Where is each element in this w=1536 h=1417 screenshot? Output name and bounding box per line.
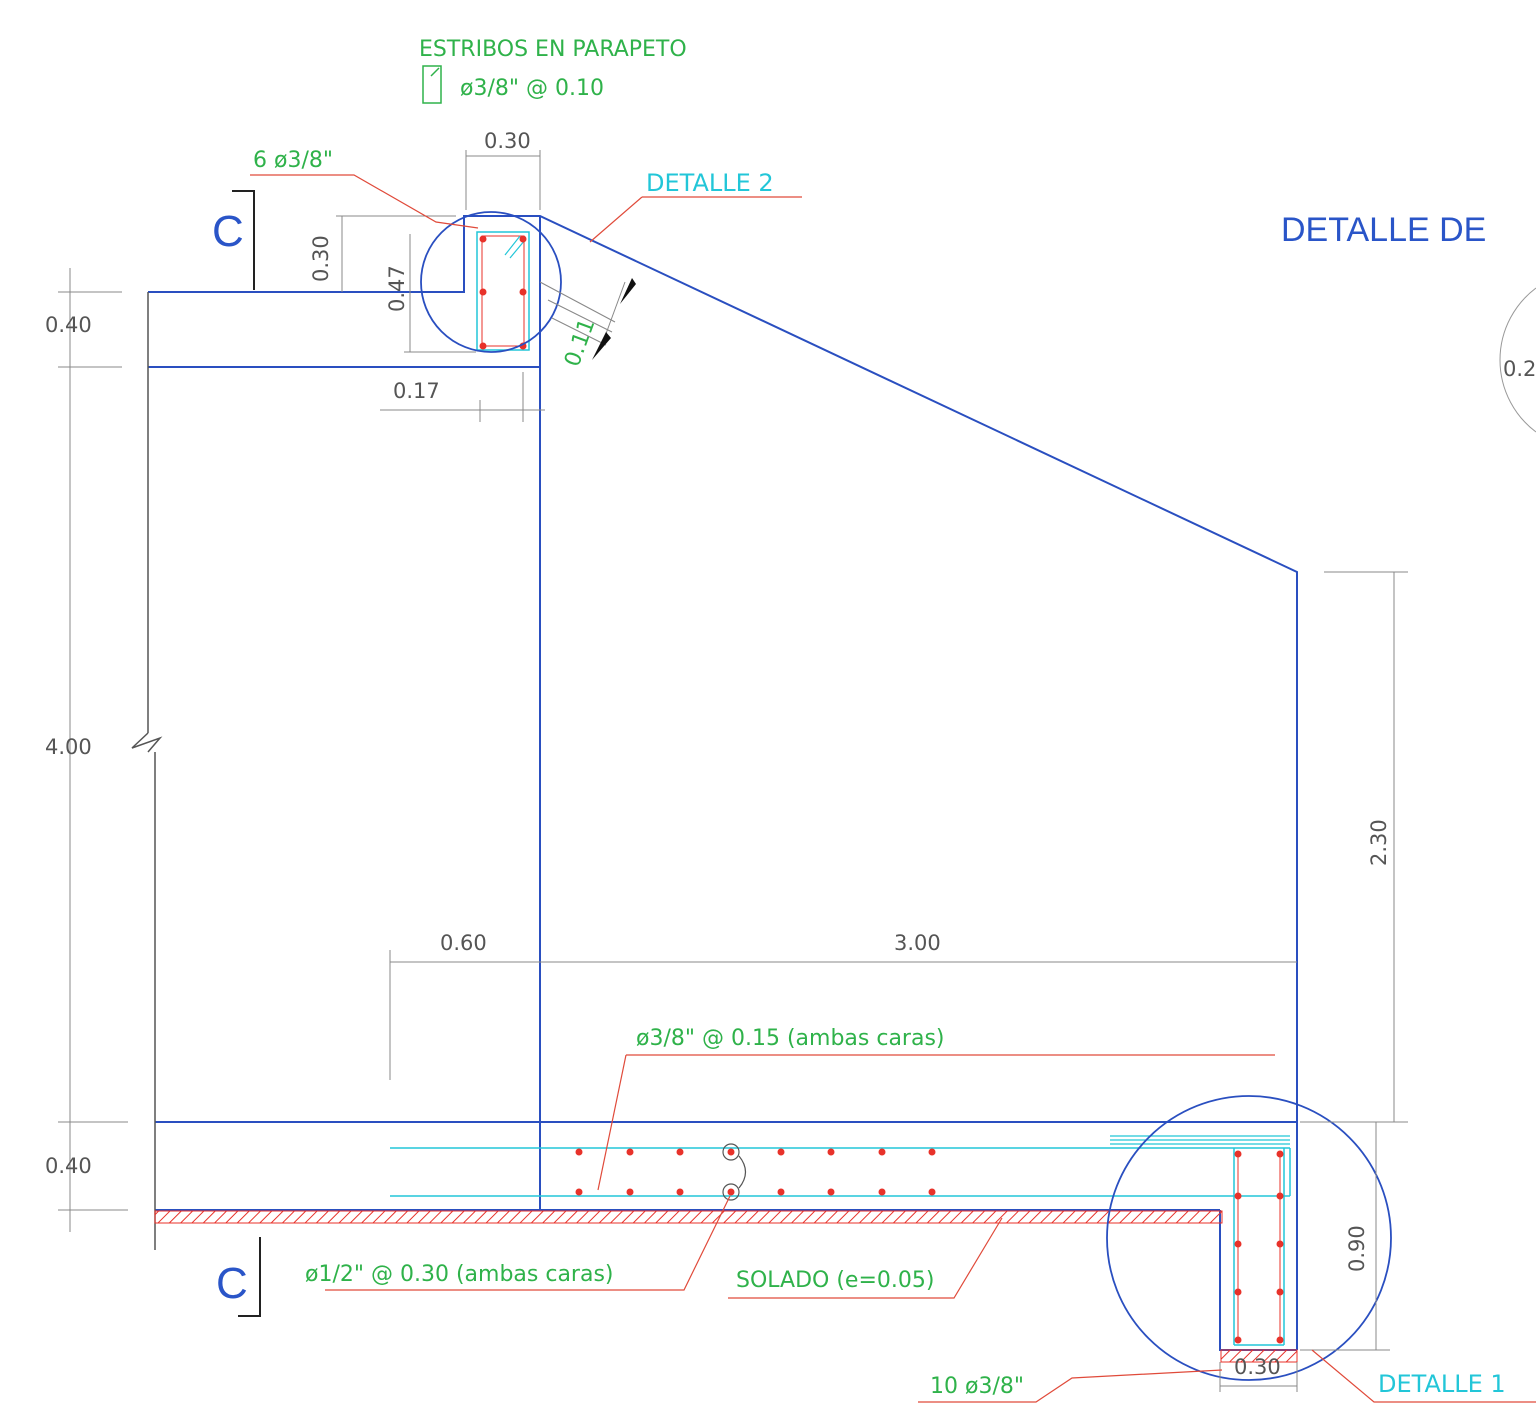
dim-left-span: 0.60 [440, 931, 487, 955]
parapet-stirrup-inner [481, 235, 525, 347]
dim-setback: 0.17 [393, 379, 440, 403]
section-mark-top: C [212, 190, 255, 290]
drawing-title: DETALLE DE [1281, 211, 1486, 249]
concrete-outline [148, 215, 1298, 1351]
rebar-dot [777, 1188, 785, 1196]
rebar-dot [479, 342, 487, 350]
rebar-dot [676, 1188, 684, 1196]
rebar-dot [1276, 1288, 1284, 1296]
rebar-dot [575, 1188, 583, 1196]
solado-hatch [154, 1210, 1223, 1224]
dim-footing-width: 0.30 [1234, 1355, 1281, 1379]
slab-bars-note: ø1/2" @ 0.30 (ambas caras) [305, 1262, 614, 1287]
rebar-dot [878, 1148, 886, 1156]
rebar-dot [1234, 1336, 1242, 1344]
dim-footing-depth: 0.90 [1345, 1225, 1369, 1272]
rebar-dot [1276, 1240, 1284, 1248]
section-mark-bottom: C [216, 1237, 261, 1317]
rebar-dot [626, 1188, 634, 1196]
dim-right-height: 2.30 [1367, 819, 1391, 866]
parapet-stirrup [476, 231, 530, 351]
rebar-dot [1276, 1150, 1284, 1158]
thickness-arrow-head [592, 332, 611, 360]
detail-2-circle [420, 211, 562, 353]
rebar-dot [519, 288, 527, 296]
footing-outline [1219, 1210, 1297, 1351]
rebar-dot [1234, 1150, 1242, 1158]
slab-rebar [390, 1135, 1291, 1346]
rebar-dot [1234, 1192, 1242, 1200]
footing-solado-hatch [1220, 1349, 1298, 1363]
dim-thickness: 0.11 [560, 315, 600, 370]
top-slab-and-parapet-outline [148, 215, 1298, 1350]
bottom-bars-note: 10 ø3/8" [930, 1374, 1024, 1399]
rebar-dot [928, 1148, 936, 1156]
rebar-dot [1234, 1240, 1242, 1248]
parapet-rebar [476, 231, 530, 351]
rebar-dot [575, 1148, 583, 1156]
rebar-dot [479, 235, 487, 243]
rebar-dot [1234, 1288, 1242, 1296]
rebar-dot [827, 1148, 835, 1156]
detail-1-circle [1106, 1095, 1392, 1381]
rebar-dot [777, 1148, 785, 1156]
top-bars-note: 6 ø3/8" [253, 148, 333, 173]
rebar-dot [1276, 1192, 1284, 1200]
rebar-dot [827, 1188, 835, 1196]
leader-lines [250, 174, 1536, 1403]
section-letter: C [216, 1259, 248, 1308]
left-break-line [131, 292, 163, 1250]
solado-note: SOLADO (e=0.05) [736, 1268, 934, 1293]
stirrup-icon [422, 65, 442, 104]
wall-bars-note: ø3/8" @ 0.15 (ambas caras) [636, 1026, 945, 1051]
dim-wall-height: 4.00 [45, 735, 92, 759]
dim-top-slab: 0.40 [45, 313, 92, 337]
dim-parapet-total: 0.47 [385, 265, 409, 312]
rebar-dot [519, 235, 527, 243]
rebar-dot [928, 1188, 936, 1196]
right-partial-circle [1499, 287, 1536, 433]
rebar-dot [1276, 1336, 1284, 1344]
rebar-dot [479, 288, 487, 296]
dim-parapet-height: 0.30 [309, 235, 333, 282]
stirrups-spec-note: ø3/8" @ 0.10 [460, 76, 604, 101]
detail-1-label: DETALLE 1 [1378, 1370, 1506, 1398]
rebar-dot [676, 1148, 684, 1156]
dim-partial-right: 0.2 [1503, 357, 1536, 381]
dim-parapet-width: 0.30 [484, 129, 531, 153]
rebar-dot [727, 1188, 735, 1196]
stirrups-title-note: ESTRIBOS EN PARAPETO [419, 37, 687, 62]
detail-2-label: DETALLE 2 [646, 169, 774, 197]
rebar-dot [626, 1148, 634, 1156]
thickness-arrow-head [620, 278, 636, 304]
rebar-dot [878, 1188, 886, 1196]
dimension-lines [58, 150, 1408, 1392]
dim-bottom-slab: 0.40 [45, 1154, 92, 1178]
rebar-dot [727, 1148, 735, 1156]
dim-main-span: 3.00 [894, 931, 941, 955]
section-letter: C [212, 207, 244, 256]
